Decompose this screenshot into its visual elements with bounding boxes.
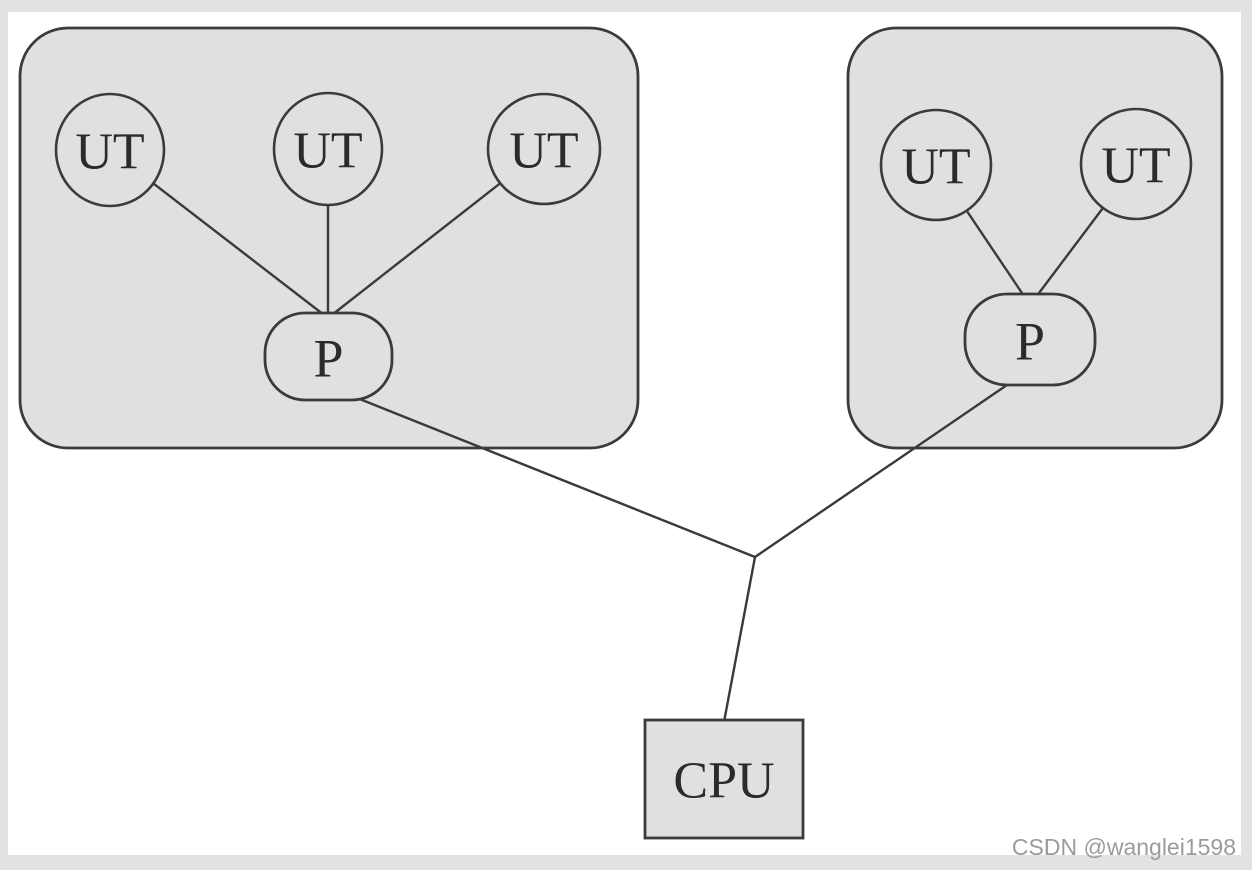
p-node-right-label: P [1015,312,1045,372]
ut-node-left-1 [54,92,166,208]
ut-node-right-2-label: UT [1101,138,1170,195]
csdn-watermark: CSDN @wanglei1598 [1011,834,1236,860]
edge-junction-to-cpu [722,555,757,724]
edge-p-left-to-junction [330,386,757,559]
ut-node-left-2 [272,91,384,207]
ut-node-left-3 [486,92,602,206]
ut-node-right-1-label: UT [901,139,970,196]
cpu-node [643,718,805,840]
ut-node-right-1 [879,108,993,222]
p-node-left-label: P [313,329,343,389]
ut-node-left-2-label: UT [293,123,362,180]
p-node-left [263,311,394,402]
p-node-right [963,292,1097,387]
ut-node-left-1-label: UT [75,124,144,181]
ut-node-right-2 [1079,107,1193,221]
cpu-node-label: CPU [673,753,774,810]
ut-node-left-3-label: UT [509,123,578,180]
edge-p-right-to-junction [753,370,1028,559]
